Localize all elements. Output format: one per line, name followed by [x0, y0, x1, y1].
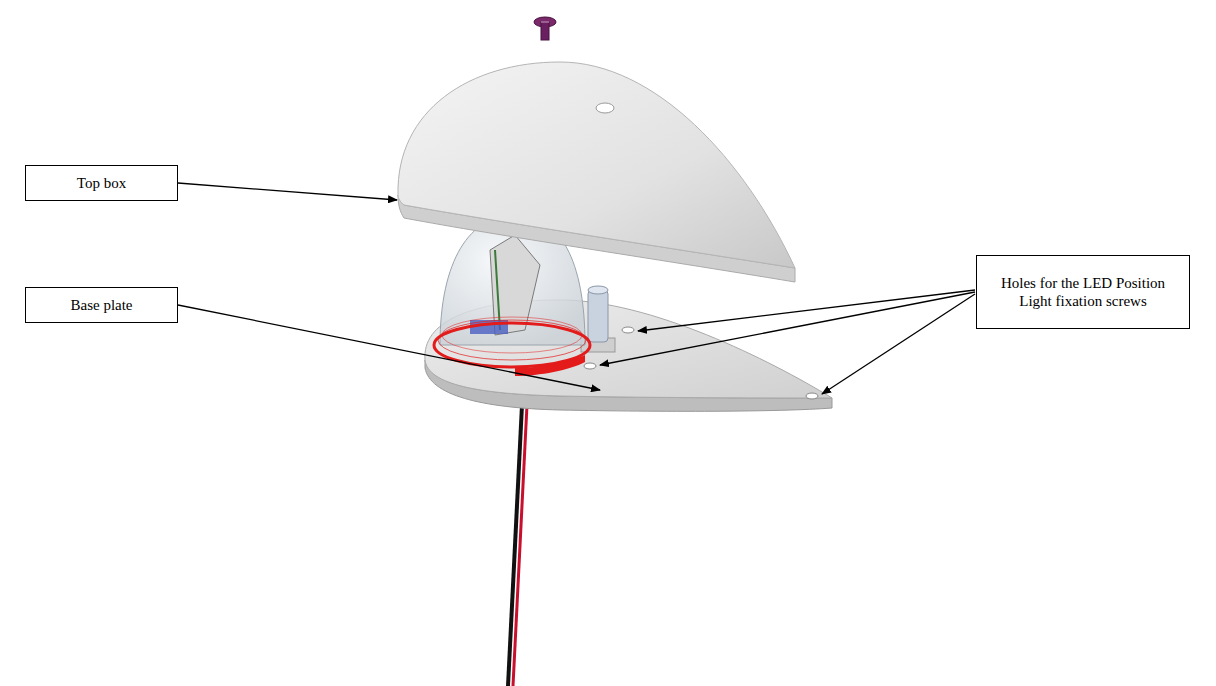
screw: [534, 17, 556, 40]
top-box-part: [398, 62, 795, 282]
callout-text: Base plate: [70, 296, 132, 314]
cable: [508, 405, 527, 686]
callout-box: Holes for the LED Position Light fixatio…: [976, 255, 1190, 329]
callout-box: Top box: [25, 165, 178, 201]
leader-lines: [178, 183, 975, 394]
callout-text: Holes for the LED Position Light fixatio…: [985, 274, 1181, 310]
callout-box: Base plate: [25, 287, 178, 323]
callout-text: Top box: [77, 174, 126, 192]
